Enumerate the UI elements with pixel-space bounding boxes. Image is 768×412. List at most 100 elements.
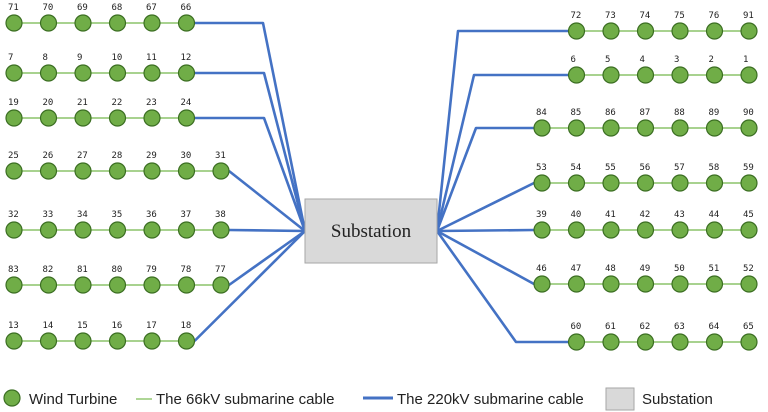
turbine-label: 55	[605, 163, 616, 173]
turbine-label: 70	[43, 3, 54, 13]
wind-turbine	[74, 221, 92, 239]
cable-220kv	[228, 228, 306, 233]
wind-turbine	[74, 332, 92, 350]
turbine-label: 13	[8, 321, 19, 331]
turbine-label: 31	[215, 151, 226, 161]
turbine-label: 59	[743, 163, 754, 173]
legend: Wind Turbine The 66kV submarine cable Th…	[3, 387, 713, 411]
turbine-label: 65	[743, 322, 754, 332]
wind-turbine	[636, 119, 655, 137]
cable-220kv	[436, 228, 535, 233]
cable-220kv	[228, 229, 306, 287]
turbine-label: 81	[77, 265, 88, 275]
wind-turbine	[671, 22, 689, 40]
wind-turbine	[74, 276, 92, 294]
turbine-label: 61	[605, 322, 616, 332]
turbine-label: 47	[571, 264, 582, 274]
cable-220kv	[435, 29, 569, 232]
wind-turbine	[39, 332, 58, 350]
wind-turbine	[39, 14, 58, 32]
wind-turbine	[602, 174, 620, 192]
cable-220kv	[228, 169, 306, 233]
wind-turbine	[533, 221, 551, 239]
wind-turbine	[705, 275, 724, 293]
turbine-label: 14	[43, 321, 54, 331]
turbine-label: 6	[571, 55, 576, 65]
wind-turbine	[5, 64, 23, 82]
turbine-label: 72	[571, 11, 582, 21]
turbine-label: 85	[571, 108, 582, 118]
turbine-label: 76	[709, 11, 720, 21]
wind-turbine	[602, 221, 620, 239]
wind-turbine	[177, 332, 196, 350]
turbine-label: 73	[605, 11, 616, 21]
turbine-label: 51	[709, 264, 720, 274]
turbine-label: 64	[709, 322, 720, 332]
wind-turbine	[74, 109, 92, 127]
turbine-label: 45	[743, 210, 754, 220]
turbine-label: 54	[571, 163, 582, 173]
turbine-label: 36	[146, 210, 157, 220]
turbine-label: 68	[112, 3, 123, 13]
turbine-label: 48	[605, 264, 616, 274]
wind-turbine	[671, 119, 689, 137]
wind-turbine	[705, 174, 724, 192]
turbine-label: 1	[743, 55, 748, 65]
turbine-label: 38	[215, 210, 226, 220]
turbine-label: 11	[146, 53, 157, 63]
wind-turbine	[671, 275, 689, 293]
wind-turbine	[74, 14, 92, 32]
turbine-label: 80	[112, 265, 123, 275]
turbine-label: 26	[43, 151, 54, 161]
turbine-label: 77	[215, 265, 226, 275]
wind-turbine	[740, 174, 758, 192]
wind-turbine	[143, 276, 161, 294]
turbine-label: 53	[536, 163, 547, 173]
wind-turbine	[39, 64, 58, 82]
substation-box	[304, 198, 438, 264]
turbine-label: 75	[674, 11, 685, 21]
turbine-label: 34	[77, 210, 88, 220]
wind-turbine	[740, 221, 758, 239]
wind-turbine	[74, 64, 92, 82]
wind-turbine	[5, 332, 23, 350]
legend-66kv-label: The 66kV submarine cable	[156, 391, 334, 408]
turbine-label: 56	[640, 163, 651, 173]
turbine-label: 84	[536, 108, 547, 118]
wind-turbine	[39, 162, 58, 180]
turbine-label: 15	[77, 321, 88, 331]
cable-220kv	[194, 21, 307, 232]
turbine-label: 79	[146, 265, 157, 275]
turbine-label: 67	[146, 3, 157, 13]
wind-turbine	[212, 276, 230, 294]
turbine-label: 2	[709, 55, 714, 65]
cable-220kv	[435, 73, 569, 232]
wind-turbine	[740, 275, 758, 293]
turbine-label: 7	[8, 53, 13, 63]
wind-turbine	[705, 333, 724, 351]
turbine-label: 89	[709, 108, 720, 118]
turbine-label: 46	[536, 264, 547, 274]
wind-turbine	[636, 22, 655, 40]
turbine-label: 39	[536, 210, 547, 220]
turbine-label: 30	[181, 151, 192, 161]
wind-turbine	[705, 119, 724, 137]
turbine-label: 16	[112, 321, 123, 331]
turbine-label: 41	[605, 210, 616, 220]
turbine-label: 60	[571, 322, 582, 332]
wind-turbine	[108, 64, 127, 82]
wind-turbine	[108, 332, 127, 350]
wind-turbine	[39, 109, 58, 127]
turbine-label: 33	[43, 210, 54, 220]
wind-turbine	[567, 22, 586, 40]
turbine-label: 25	[8, 151, 19, 161]
wind-turbine	[108, 14, 127, 32]
wind-turbine	[671, 333, 689, 351]
legend-turbine-symbol	[3, 389, 21, 407]
cable-220kv	[435, 126, 534, 232]
turbine-label: 20	[43, 98, 54, 108]
turbine-label: 87	[640, 108, 651, 118]
wind-turbine	[602, 66, 620, 84]
cable-220kv	[435, 230, 569, 344]
